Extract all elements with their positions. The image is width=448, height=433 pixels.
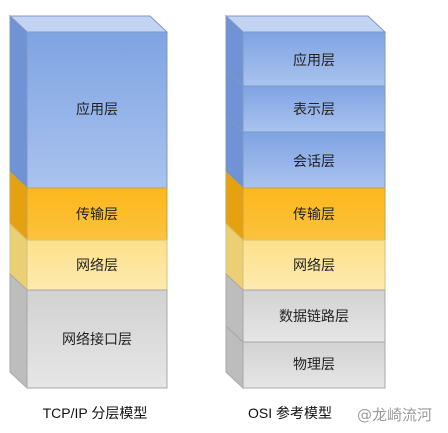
tcpip-stack: 应用层 传输层 网络层 网络接口层 TCP/IP 分层模型 [8,14,169,421]
osi-layer-presentation-label: 表示层 [293,102,335,118]
osi-layer-data-link-label: 数据链路层 [279,309,349,325]
tcpip-layer-application: 应用层 [9,14,168,190]
osi-layer-session: 会话层 [225,114,386,190]
osi-layer-network: 网络层 [225,222,386,292]
tcpip-layer-transport-label: 传输层 [76,207,118,223]
tcpip-layer-network-interface: 网络接口层 [9,272,168,390]
osi-top-face [224,15,387,33]
tcpip-layer-application-label: 应用层 [76,101,118,118]
osi-layer-transport: 传输层 [225,170,386,242]
tcpip-top-face [8,15,169,33]
watermark: @龙崎流河 [357,406,432,424]
osi-layer-physical: 物理层 [225,324,386,390]
tcpip-layer-network-interface-label: 网络接口层 [62,331,132,348]
osi-layer-application-label: 应用层 [293,52,335,69]
osi-layer-transport-label: 传输层 [293,207,335,223]
osi-layer-presentation: 表示层 [225,68,386,134]
tcpip-caption: TCP/IP 分层模型 [43,405,148,421]
osi-layer-application: 应用层 [225,14,386,88]
osi-layer-data-link: 数据链路层 [225,272,386,344]
tcpip-layer-network: 网络层 [9,222,168,292]
tcpip-layer-network-label: 网络层 [76,258,118,274]
osi-layer-network-label: 网络层 [293,258,335,274]
osi-stack: 应用层 表示层 会话层 传输层 网络层 [224,14,387,421]
osi-layer-physical-label: 物理层 [293,357,335,373]
osi-layer-session-label: 会话层 [293,154,335,170]
osi-caption: OSI 参考模型 [248,405,332,421]
